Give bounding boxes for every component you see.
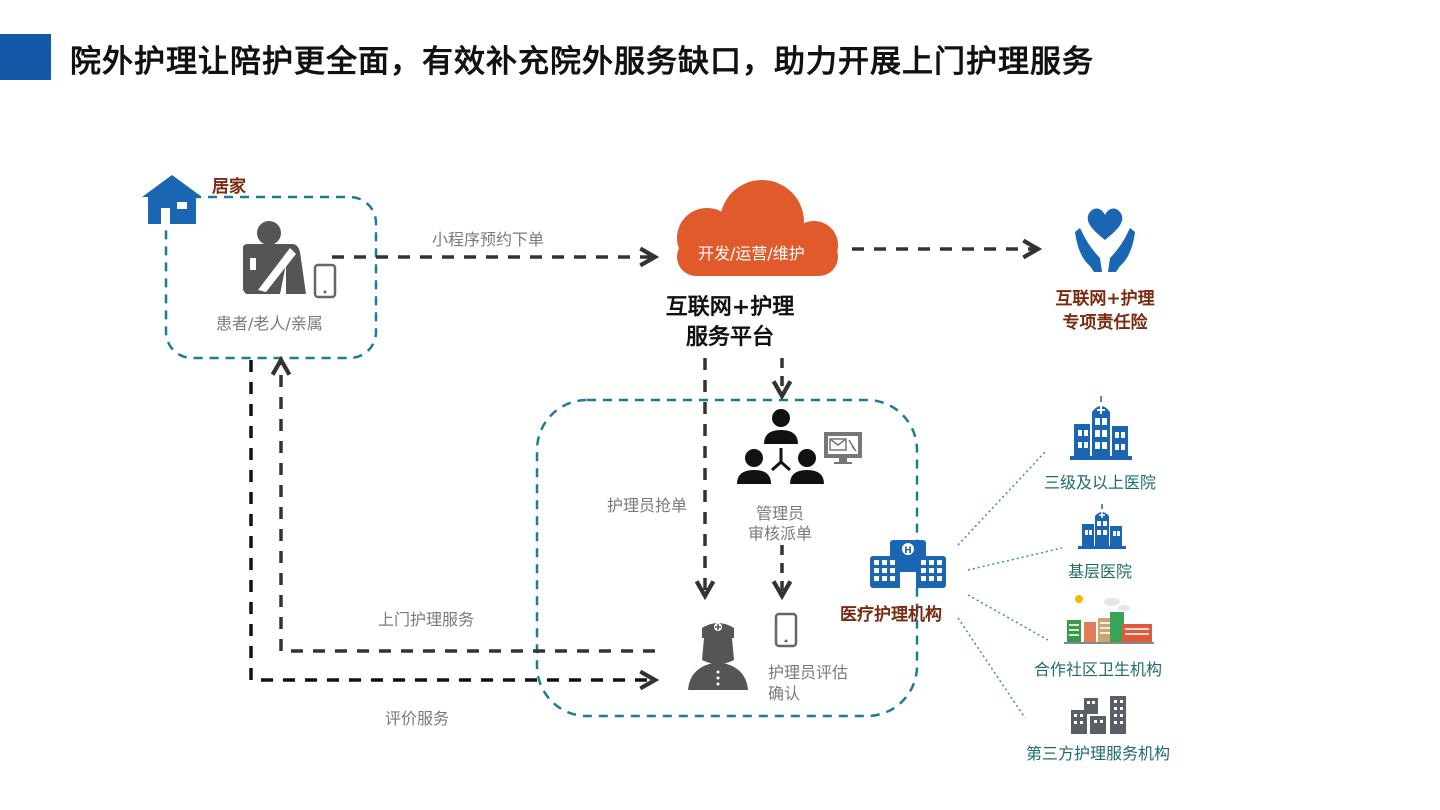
svg-text:H: H [904, 546, 912, 556]
title-accent-bar [0, 34, 51, 80]
platform-name-line1: 互联网+护理 [665, 295, 795, 320]
actor-label: 患者/老人/亲属 [216, 314, 323, 333]
large-hospital-icon [1070, 396, 1132, 460]
connector-line [967, 594, 1049, 641]
smartphone-icon [774, 612, 798, 648]
hands-heart-icon [1075, 208, 1135, 272]
hospital-icon: H [870, 540, 946, 588]
grab-order-label: 护理员抢单 [607, 496, 688, 515]
cloud-icon [677, 180, 838, 276]
community-buildings-icon [1064, 595, 1154, 644]
cloud-label: 开发/运营/维护 [698, 244, 805, 263]
nurse-confirm-line1: 护理员评估 [768, 663, 849, 682]
child-label-community: 合作社区卫生机构 [1033, 660, 1162, 679]
page-title: 院外护理让陪护更全面，有效补充院外服务缺口，助力开展上门护理服务 [70, 44, 1094, 80]
order-flow-label: 小程序预约下单 [432, 230, 545, 249]
insurance-line1: 互联网+护理 [1055, 289, 1155, 309]
patient-icon [243, 221, 306, 294]
connector-line [957, 617, 1026, 719]
connector-line [957, 451, 1046, 546]
nurse-confirm-line2: 确认 [768, 684, 801, 703]
small-hospital-icon [1078, 504, 1126, 549]
home-service-label: 上门护理服务 [378, 610, 475, 629]
review-arrow [249, 360, 660, 691]
office-buildings-icon [1071, 696, 1126, 734]
smartphone-icon [313, 263, 337, 299]
institution-label: 医疗护理机构 [840, 605, 942, 625]
admin-line2: 审核派单 [747, 524, 812, 543]
monitor-mail-icon [824, 432, 862, 464]
connector-line [967, 547, 1063, 571]
house-icon [142, 175, 202, 224]
platform-name-line2: 服务平台 [685, 325, 774, 350]
nurse-icon [688, 623, 748, 690]
child-label-primary-hospital: 基层医院 [1067, 562, 1132, 581]
admin-group-icon [737, 409, 824, 484]
child-label-third-party: 第三方护理服务机构 [1025, 744, 1170, 763]
admin-line1: 管理员 [755, 504, 804, 523]
child-label-tertiary-hospital: 三级及以上医院 [1043, 473, 1156, 492]
review-label: 评价服务 [385, 709, 450, 728]
home-label: 居家 [212, 177, 246, 197]
institution-connectors [957, 451, 1063, 719]
home-service-arrow [270, 355, 655, 653]
insurance-line2: 专项责任险 [1062, 313, 1148, 333]
